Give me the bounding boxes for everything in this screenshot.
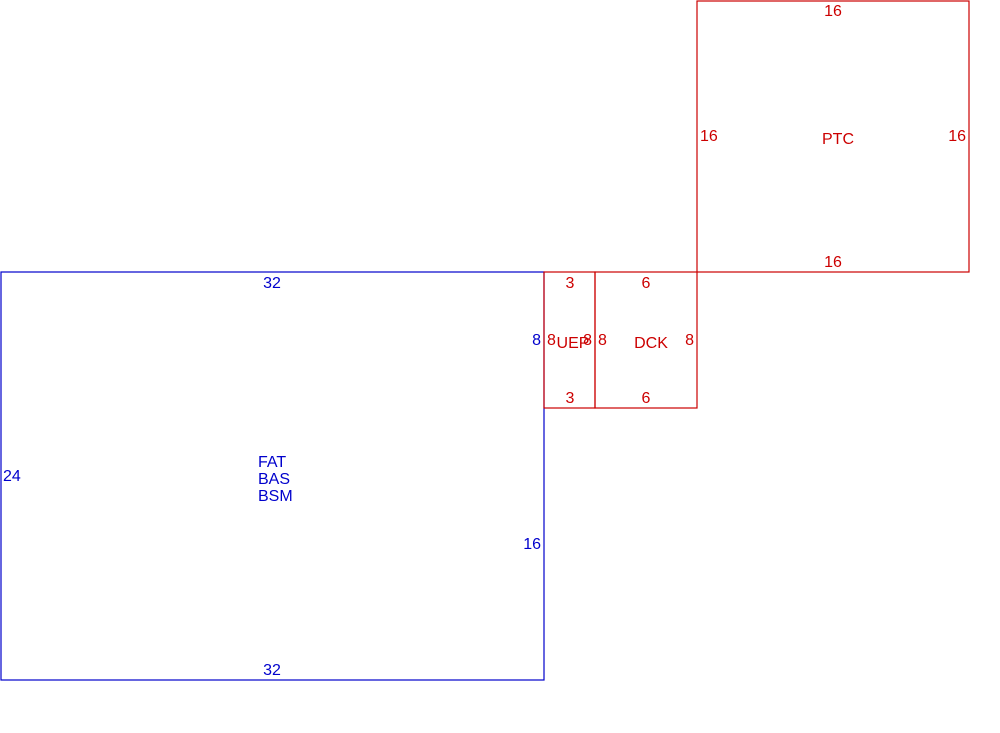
block-main-outline bbox=[0, 271, 545, 681]
block-dck-outline bbox=[594, 271, 698, 409]
block-uep-dim-bottom: 3 bbox=[566, 390, 575, 407]
block-ptc-dim-left: 16 bbox=[700, 128, 718, 145]
block-main-dim-bottom: 32 bbox=[263, 662, 281, 679]
block-uep-label: UEP bbox=[557, 335, 590, 352]
block-uep-dim-top: 3 bbox=[566, 275, 575, 292]
block-main-label-1: FAT bbox=[258, 454, 286, 471]
block-ptc-dim-top: 16 bbox=[824, 3, 842, 20]
block-main-dim-right-lower: 16 bbox=[523, 536, 541, 553]
block-uep: UEP 3 3 8 8 bbox=[543, 271, 596, 409]
block-uep-dim-left: 8 bbox=[547, 332, 556, 349]
block-main-label-2: BAS bbox=[258, 471, 290, 488]
block-dck: DCK 6 6 8 8 bbox=[594, 271, 698, 409]
block-dck-dim-right: 8 bbox=[685, 332, 694, 349]
block-dck-dim-left: 8 bbox=[598, 332, 607, 349]
block-ptc-dim-right: 16 bbox=[948, 128, 966, 145]
block-main-dim-right-upper: 8 bbox=[532, 332, 541, 349]
block-dck-label: DCK bbox=[634, 335, 668, 352]
block-dck-dim-bottom: 6 bbox=[642, 390, 651, 407]
block-main-label-3: BSM bbox=[258, 488, 293, 505]
block-ptc-dim-bottom: 16 bbox=[824, 254, 842, 271]
block-ptc-outline bbox=[696, 0, 970, 273]
block-main: FAT BAS BSM 32 32 24 8 16 bbox=[0, 271, 545, 681]
block-ptc: PTC 16 16 16 16 bbox=[696, 0, 970, 273]
block-main-dim-left: 24 bbox=[3, 468, 21, 485]
block-ptc-label: PTC bbox=[822, 131, 854, 148]
block-dck-dim-top: 6 bbox=[642, 275, 651, 292]
block-uep-dim-right: 8 bbox=[583, 332, 592, 349]
block-main-dim-top: 32 bbox=[263, 275, 281, 292]
